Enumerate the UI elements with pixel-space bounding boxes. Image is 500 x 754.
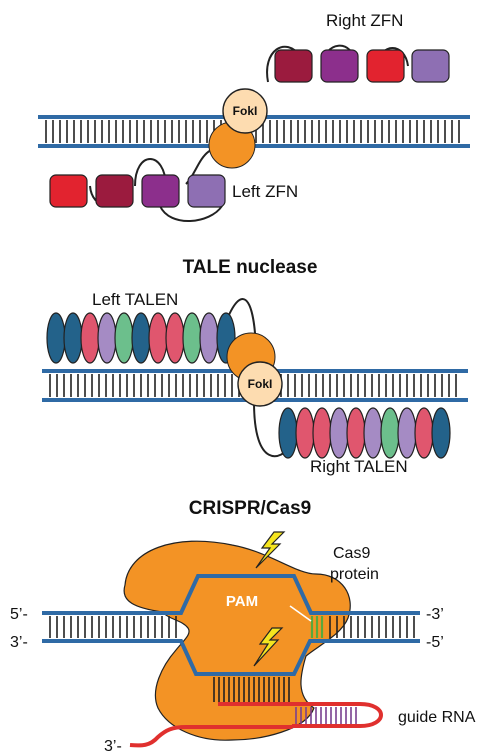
pam-label: PAM [226,593,258,610]
cas9-label-line2: protein [330,566,379,583]
right-talen-label: Right TALEN [310,457,408,476]
tal-repeat [397,407,417,459]
rna-3prime-end: 3’- [104,738,122,754]
right-talen-repeats [278,407,451,459]
tal-repeat [63,312,83,364]
pam-site [310,616,324,638]
dna-bottom-right-end: -5’ [426,634,444,651]
cleavage-bolt-icon [253,627,284,667]
tal-repeat [148,312,168,364]
tal-repeat [363,407,383,459]
tal-repeat [346,407,366,459]
pam-pointer [289,605,312,622]
right-zfn-label: Right ZFN [326,11,403,30]
tal-repeat [80,312,100,364]
cleavage-bolt-icon [255,531,286,569]
crispr-dna [42,574,420,702]
talen-title: TALE nuclease [183,257,318,278]
tal-repeat [199,312,219,364]
left-talen-label: Left TALEN [92,290,178,309]
zinc-finger [95,174,134,208]
tal-repeat [380,407,400,459]
tal-repeat [165,312,185,364]
guide-rna [129,702,383,748]
right-zfn-fingers [274,49,450,83]
zinc-finger [49,174,88,208]
cas9-label-line1: Cas9 [333,545,370,562]
dna-bottom-left-end: 3’- [10,634,28,651]
zinc-finger [141,174,180,208]
left-zfn-label: Left ZFN [232,182,298,201]
zinc-finger [320,49,359,83]
tal-repeat [46,312,66,364]
tal-repeat [278,407,298,459]
left-zfn-linker [89,145,236,222]
zinc-finger [274,49,313,83]
zfn-panel: FokI Right ZFN Left ZFN [38,11,470,222]
tal-repeat [97,312,117,364]
zinc-finger [187,174,226,208]
dna-top-left-end: 5’- [10,606,28,623]
tal-repeat [295,407,315,459]
tal-repeat [114,312,134,364]
right-talen-foki-domain [237,361,283,407]
dna-top-right-end: -3’ [426,606,444,623]
tal-repeat [182,312,202,364]
zinc-finger [366,49,405,83]
tal-repeat [329,407,349,459]
tal-repeat [414,407,434,459]
zinc-finger [411,49,450,83]
tal-repeat [312,407,332,459]
tal-repeat [431,407,451,459]
left-talen-repeats [46,312,236,364]
guide-rna-label: guide RNA [398,709,476,726]
crispr-panel: CRISPR/Cas9 PAM [10,498,476,754]
left-zfn-fingers [49,174,226,208]
tal-repeat [131,312,151,364]
crispr-title: CRISPR/Cas9 [189,498,312,519]
talen-panel: TALE nuclease Left TALEN FokI Right TALE… [42,257,468,476]
zfn-dna [38,115,470,148]
right-zfn-foki-domain [222,88,268,134]
talen-foki-label: FokI [248,377,273,391]
zfn-foki-label: FokI [233,104,258,118]
